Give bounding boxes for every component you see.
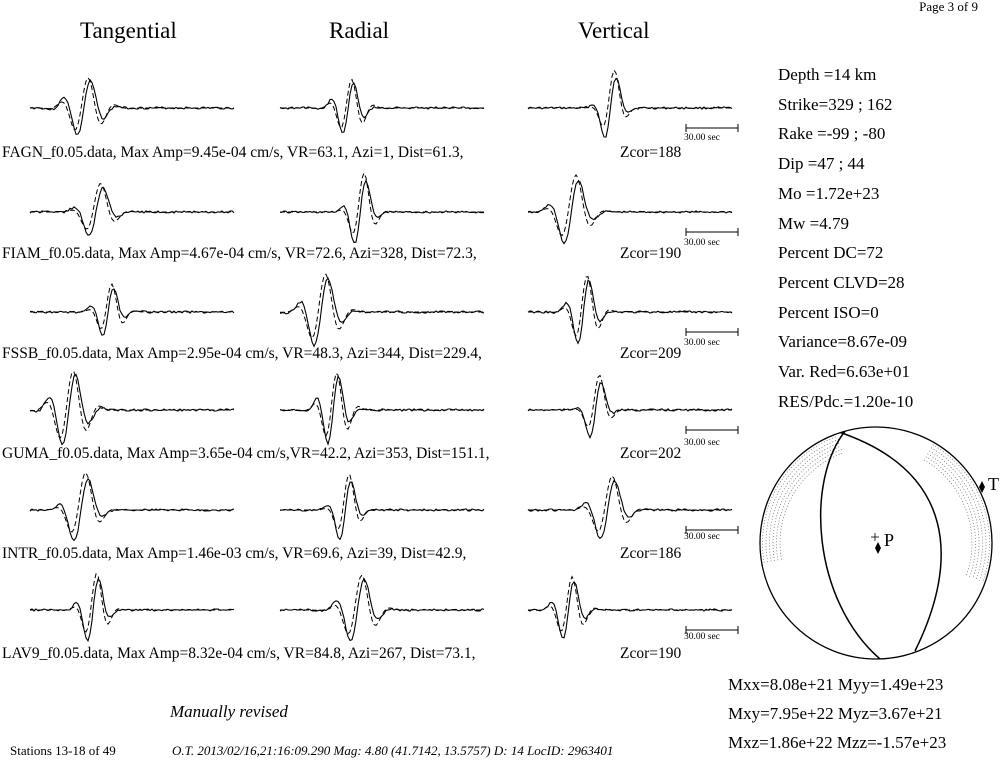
param-mw: Mw =4.79	[778, 213, 849, 233]
scale-bar	[685, 626, 739, 634]
synthetic-waveform	[280, 372, 484, 437]
mt-row-3: Mxz=1.86e+22 Mzz=-1.57e+23	[728, 733, 947, 752]
param-percent-iso: Percent ISO=0	[778, 302, 879, 322]
scale-bar	[685, 328, 739, 336]
t-axis-label: T	[988, 474, 999, 494]
compressional-shading	[930, 447, 987, 581]
scale-label: 30.00 sec	[684, 238, 720, 248]
synthetic-waveform	[280, 78, 484, 128]
observed-waveform	[29, 186, 235, 236]
t-axis-marker	[979, 481, 985, 493]
param-res-pdc: RES/Pdc.=1.20e-10	[778, 391, 914, 411]
footer-origin-info: O.T. 2013/02/16,21:16:09.290 Mag: 4.80 (…	[172, 743, 614, 758]
footer-stations: Stations 13-18 of 49	[10, 743, 116, 758]
compressional-shading	[927, 453, 980, 579]
scale-bar	[685, 526, 739, 534]
observed-waveform	[527, 382, 733, 440]
synthetic-waveform	[528, 475, 732, 533]
param-rake: Rake =-99 ; -80	[778, 124, 886, 144]
param-var-red: Var. Red=6.63e+01	[778, 362, 911, 382]
synthetic-waveform	[528, 173, 732, 237]
compressional-shading	[929, 450, 983, 580]
station-label-fagn: FAGN_f0.05.data, Max Amp=9.45e-04 cm/s, …	[2, 144, 464, 161]
param-strike: Strike=329 ; 162	[778, 94, 893, 114]
synthetic-waveform	[30, 182, 234, 230]
compressional-shading	[925, 456, 976, 578]
scale-label: 30.00 sec	[684, 338, 720, 348]
compressional-shading	[776, 449, 843, 561]
param-dip: Dip =47 ; 44	[778, 154, 865, 174]
scale-label: 30.00 sec	[684, 632, 720, 642]
synthetic-waveform	[30, 76, 234, 130]
station-label-guma: GUMA_f0.05.data, Max Amp=3.65e-04 cm/s,V…	[2, 445, 490, 462]
tangential-heading: Tangential	[80, 18, 177, 43]
observed-waveform	[527, 77, 733, 138]
p-axis-label: P	[884, 530, 894, 550]
synthetic-waveform	[528, 374, 732, 428]
scale-bar	[685, 426, 739, 434]
compressional-shading	[923, 459, 973, 576]
scale-label: 30.00 sec	[684, 133, 720, 143]
param-variance: Variance=8.67e-09	[778, 332, 908, 352]
synthetic-waveform	[528, 69, 732, 127]
synthetic-waveform	[280, 574, 484, 635]
radial-heading: Radial	[329, 18, 390, 43]
scale-bar	[685, 228, 739, 236]
param-percent-clvd: Percent CLVD=28	[778, 272, 905, 292]
param-mo: Mo =1.72e+23	[778, 183, 880, 203]
synthetic-waveform	[528, 575, 732, 632]
compressional-shading	[772, 445, 841, 561]
station-label-lav9: LAV9_f0.05.data, Max Amp=8.32e-04 cm/s, …	[2, 645, 476, 662]
zcor-guma: Zcor=202	[620, 445, 682, 462]
synthetic-waveform	[280, 474, 484, 531]
observed-waveform	[279, 577, 485, 642]
observed-waveform	[29, 78, 235, 135]
synthetic-waveform	[30, 573, 234, 633]
page-number: Page 3 of 9	[919, 0, 978, 14]
synthetic-waveform	[30, 282, 234, 330]
vertical-heading: Vertical	[578, 18, 650, 43]
synthetic-waveform	[29, 371, 234, 440]
scale-bar	[685, 124, 739, 132]
synthetic-waveform	[30, 471, 234, 533]
compressional-shading	[769, 442, 840, 562]
p-axis-marker	[875, 542, 881, 554]
param-depth: Depth =14 km	[778, 65, 877, 84]
zcor-fssb: Zcor=209	[620, 345, 682, 362]
compressional-shading	[765, 439, 839, 563]
synthetic-waveform	[280, 171, 484, 234]
synthetic-waveform	[528, 276, 732, 337]
zcor-lav9: Zcor=190	[620, 645, 682, 662]
synthetic-waveform	[279, 273, 484, 339]
mt-row-1: Mxx=8.08e+21 Myy=1.49e+23	[728, 675, 944, 694]
zcor-intr: Zcor=186	[620, 545, 682, 562]
param-percent-dc: Percent DC=72	[778, 243, 884, 263]
zcor-fagn: Zcor=188	[620, 144, 682, 161]
scale-label: 30.00 sec	[684, 438, 720, 448]
manual-revision-note: Manually revised	[170, 702, 288, 721]
inversion-parameters: Depth =14 km Strike=329 ; 162 Rake =-99 …	[778, 60, 913, 416]
observed-waveform	[279, 374, 485, 447]
station-label-fssb: FSSB_f0.05.data, Max Amp=2.95e-04 cm/s, …	[2, 345, 482, 362]
moment-tensor: Mxx=8.08e+21 Myy=1.49e+23 Mxy=7.95e+22 M…	[728, 670, 946, 757]
station-label-intr: INTR_f0.05.data, Max Amp=1.46e-03 cm/s, …	[2, 545, 467, 562]
station-label-fiam: FIAM_f0.05.data, Max Amp=4.67e-04 cm/s, …	[2, 245, 477, 262]
scale-label: 30.00 sec	[684, 532, 720, 542]
mt-row-2: Mxy=7.95e+22 Myz=3.67e+21	[728, 704, 943, 723]
compressional-shading	[779, 452, 844, 560]
zcor-fiam: Zcor=190	[620, 245, 682, 262]
